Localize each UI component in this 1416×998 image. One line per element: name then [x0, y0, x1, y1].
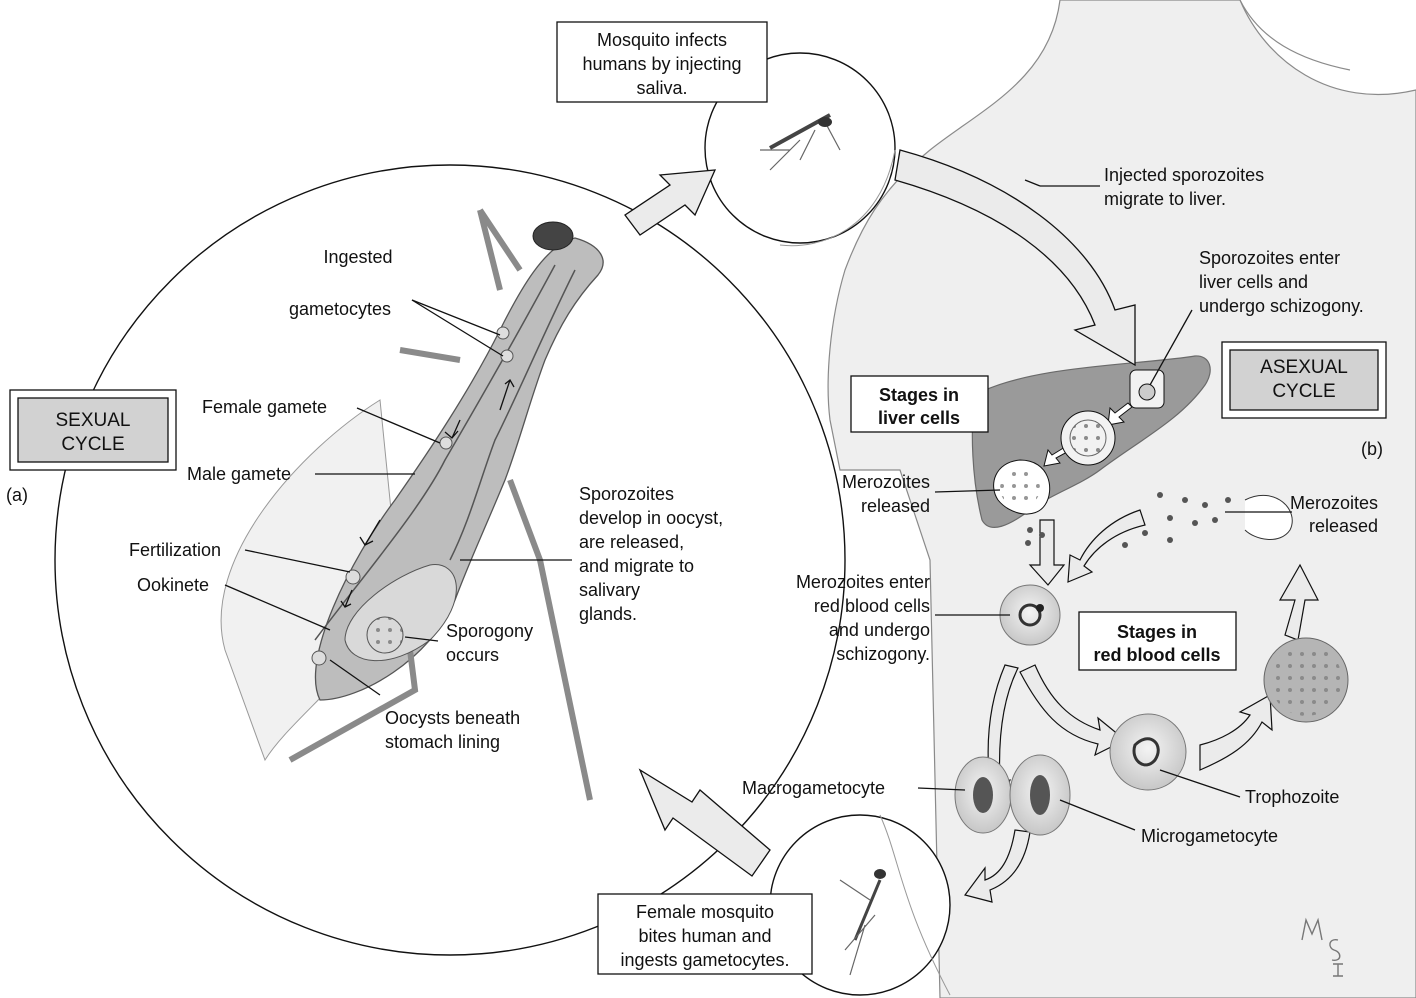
asexual-cycle-line-2: CYCLE	[1272, 381, 1335, 402]
sporogony-line-2: occurs	[446, 645, 499, 665]
ingested-gametocytes-line-2: gametocytes	[289, 299, 391, 319]
oocyst	[367, 617, 403, 653]
female-bites-line-1: Female mosquito	[636, 902, 774, 922]
sporozoites-enter-line-1: Sporozoites enter	[1199, 248, 1340, 268]
injected-sporozoites-line-1: Injected sporozoites	[1104, 165, 1264, 185]
merozoites-released-rbc-line-1: Merozoites	[1290, 493, 1378, 513]
merozoites-enter-line-2: red blood cells	[814, 596, 930, 616]
sexual-cycle-box: SEXUAL CYCLE	[10, 390, 176, 470]
mosquito-head	[533, 222, 573, 250]
merozoites-released-liver-line-2: released	[861, 496, 930, 516]
mosquito-infects-line-1: Mosquito infects	[597, 30, 727, 50]
merozoites-enter-line-3: and undergo	[829, 620, 930, 640]
sexual-cycle-line-1: SEXUAL	[56, 410, 131, 431]
macrogametocyte-label: Macrogametocyte	[742, 778, 885, 798]
sporozoites-develop-line-1: Sporozoites	[579, 484, 674, 504]
merozoites-released-rbc-line-2: released	[1309, 516, 1378, 536]
sporozoites-develop-line-5: salivary	[579, 580, 640, 600]
asexual-cycle-box: ASEXUAL CYCLE	[1222, 342, 1386, 418]
stages-liver-line-2: liver cells	[878, 408, 960, 428]
merozoites-released-liver-line-1: Merozoites	[842, 472, 930, 492]
panel-a-letter: (a)	[6, 485, 28, 505]
panel-b-letter: (b)	[1361, 439, 1383, 459]
mosquito-infects-line-3: saliva.	[636, 78, 687, 98]
mosquito-infects-line-2: humans by injecting	[582, 54, 741, 74]
arrow-to-top-circle	[625, 170, 715, 235]
ingested-gametocyte-1	[497, 327, 509, 339]
female-bites-line-3: ingests gametocytes.	[620, 950, 789, 970]
oocysts-line-2: stomach lining	[385, 732, 500, 752]
trophozoite-label: Trophozoite	[1245, 787, 1339, 807]
stages-rbc-box: Stages in red blood cells	[1079, 612, 1236, 670]
sporozoites-develop-line-6: glands.	[579, 604, 637, 624]
ookinete-label: Ookinete	[137, 575, 209, 595]
female-bites-line-2: bites human and	[638, 926, 771, 946]
injected-sporozoites-line-2: migrate to liver.	[1104, 189, 1226, 209]
callout-female-bites: Female mosquito bites human and ingests …	[598, 894, 812, 974]
sporozoites-enter-line-2: liver cells and	[1199, 272, 1308, 292]
stages-rbc-line-1: Stages in	[1117, 622, 1197, 642]
callout-mosquito-infects: Mosquito infects humans by injecting sal…	[557, 22, 767, 102]
fertilization-label: Fertilization	[129, 540, 221, 560]
sporozoites-develop-line-3: are released,	[579, 532, 684, 552]
oocyst-lining	[312, 651, 326, 665]
merozoites-enter-line-4: schizogony.	[836, 644, 930, 664]
stages-liver-box: Stages in liver cells	[851, 376, 988, 432]
stages-liver-line-1: Stages in	[879, 385, 959, 405]
stages-rbc-line-2: red blood cells	[1093, 645, 1220, 665]
sporozoites-develop-line-4: and migrate to	[579, 556, 694, 576]
female-gamete	[440, 437, 452, 449]
merozoites-enter-line-1: Merozoites enter	[796, 572, 930, 592]
sporozoites-enter-line-3: undergo schizogony.	[1199, 296, 1364, 316]
oocysts-line-1: Oocysts beneath	[385, 708, 520, 728]
female-gamete-label: Female gamete	[202, 397, 327, 417]
microgametocyte-label: Microgametocyte	[1141, 826, 1278, 846]
trophozoite-cell	[1110, 714, 1186, 790]
sexual-cycle-line-2: CYCLE	[61, 434, 124, 455]
ingested-gametocytes-line-1: Ingested	[323, 247, 392, 267]
sporogony-line-1: Sporogony	[446, 621, 533, 641]
male-gamete-label: Male gamete	[187, 464, 291, 484]
sporozoites-develop-line-2: develop in oocyst,	[579, 508, 723, 528]
asexual-cycle-line-1: ASEXUAL	[1260, 357, 1348, 378]
